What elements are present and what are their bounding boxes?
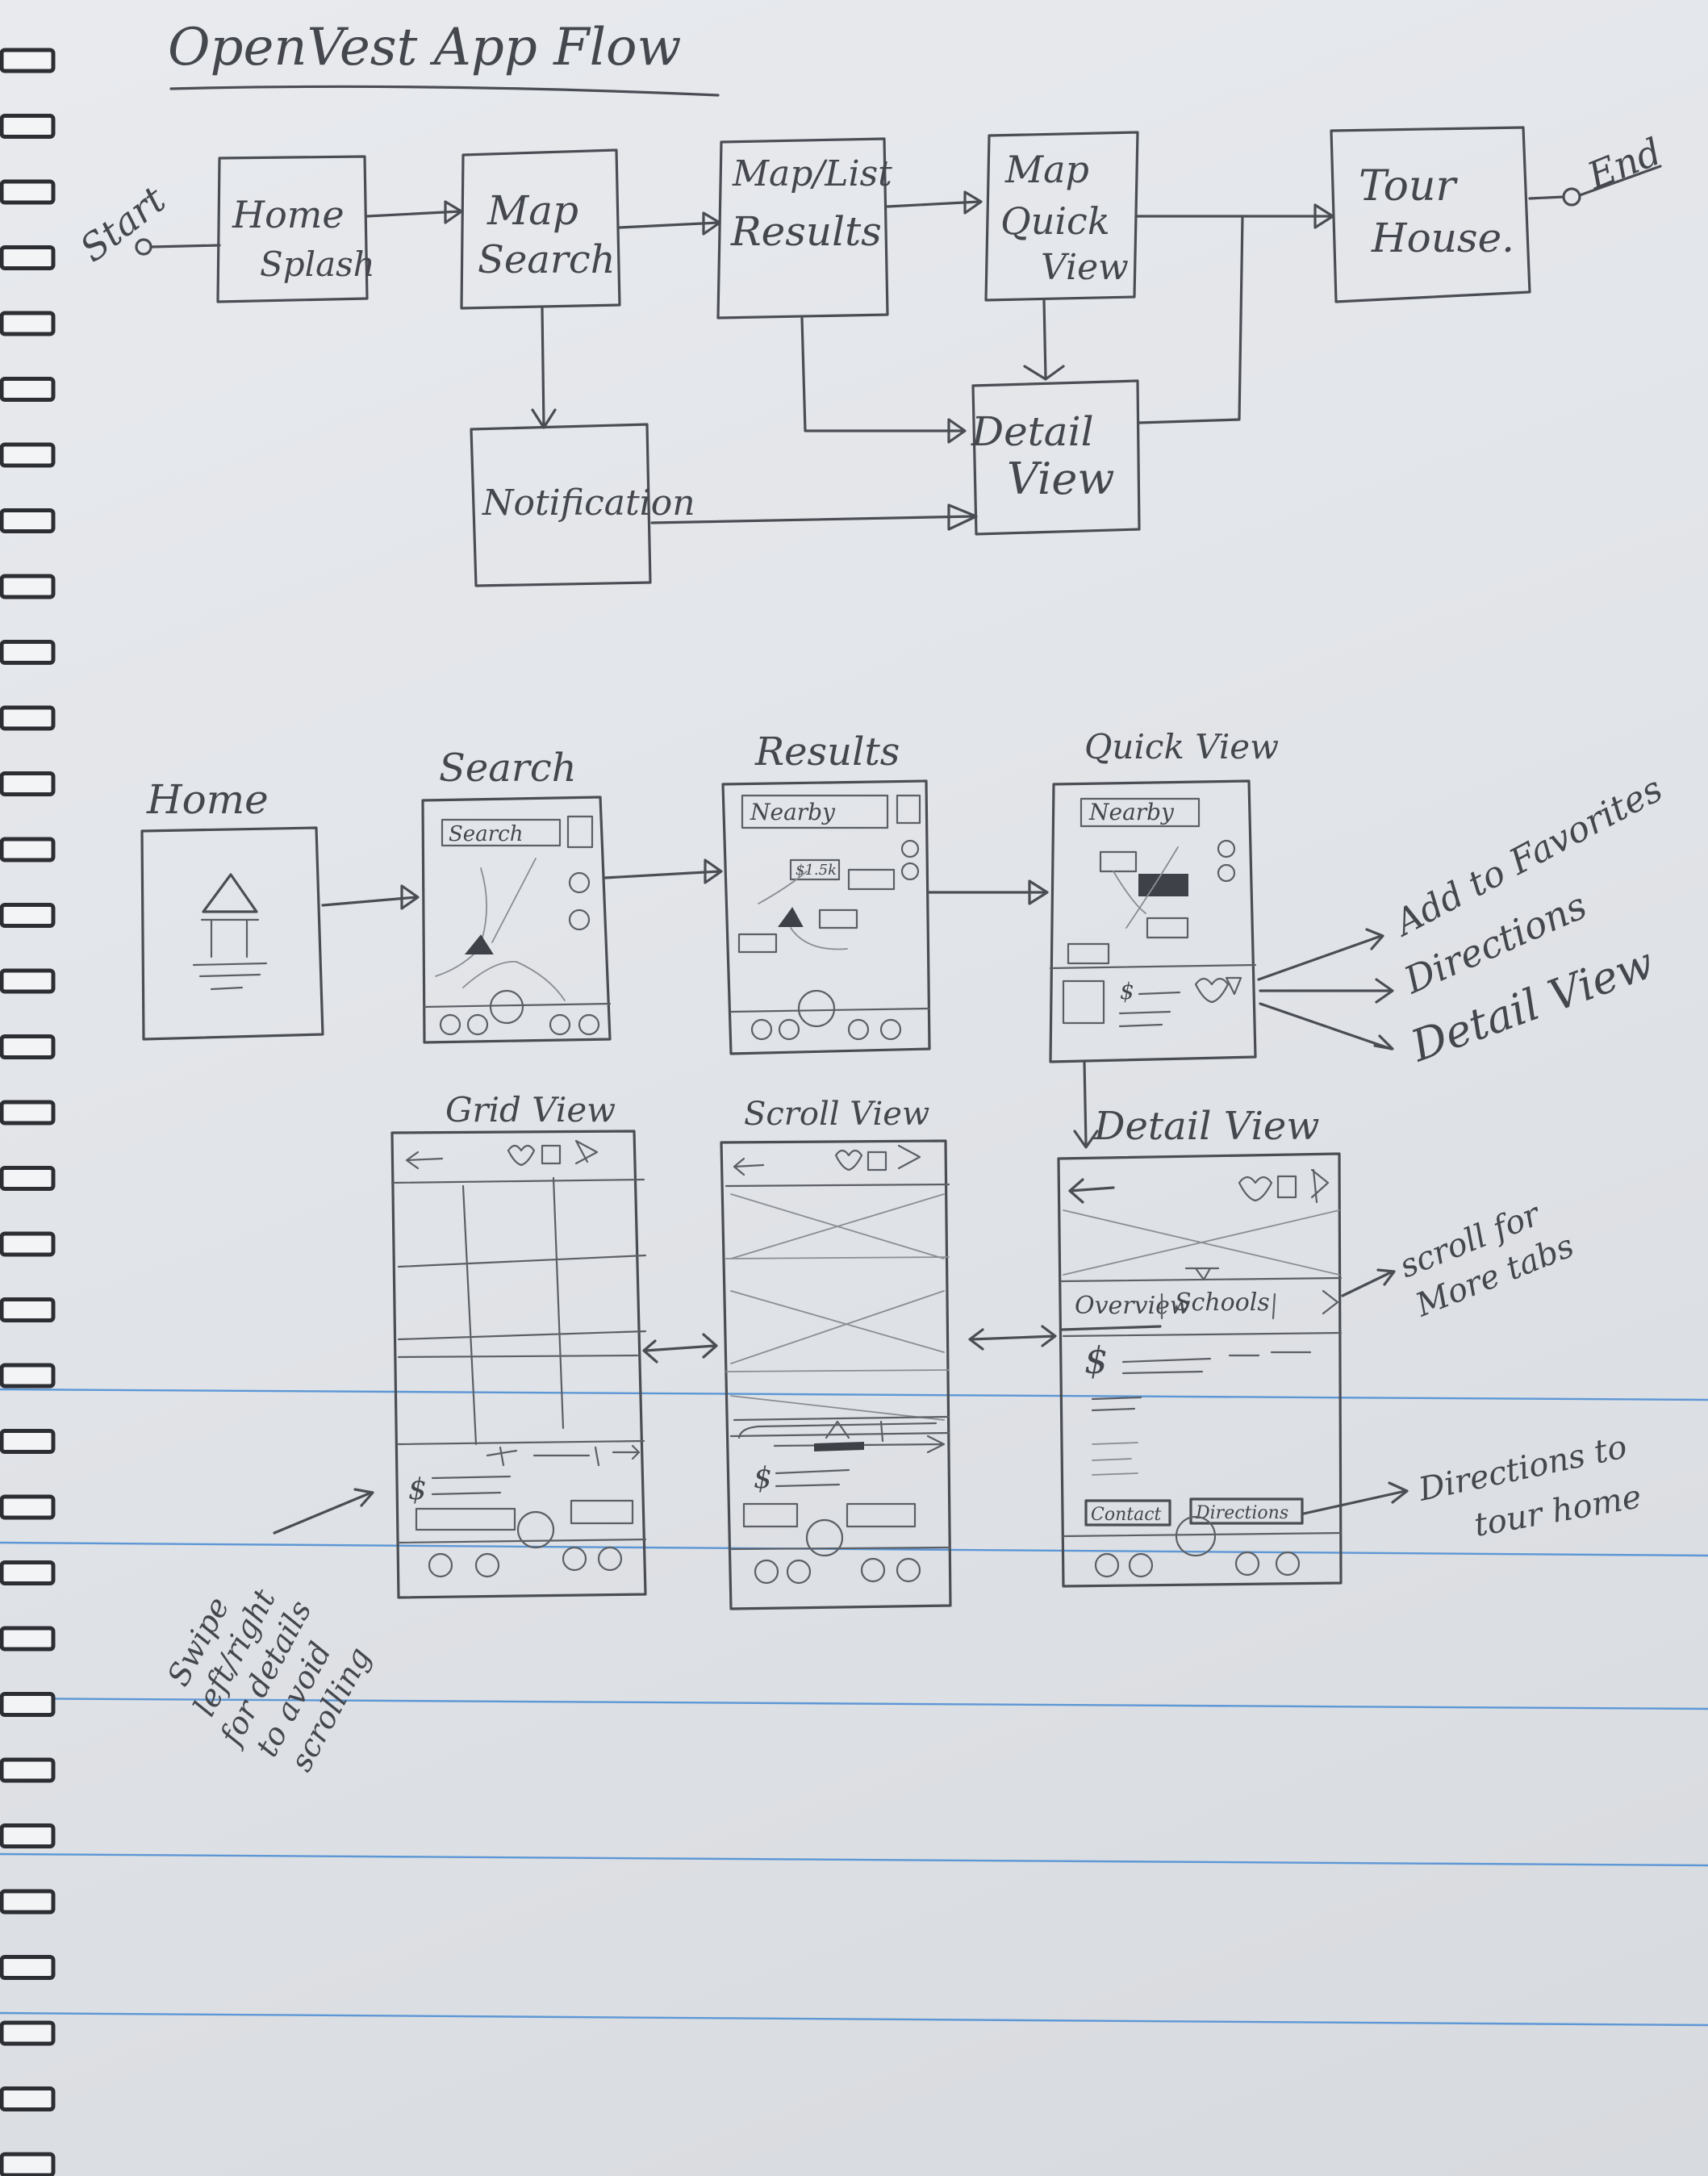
svg-text:Map: Map: [487, 187, 578, 234]
svg-text:Contact: Contact: [1091, 1505, 1162, 1525]
wf-scroll-view-price: $: [754, 1462, 772, 1495]
wf-detail-price: $: [1084, 1339, 1108, 1382]
spiral-ring: [2, 1365, 53, 1386]
spiral-ring: [2, 248, 53, 269]
spiral-ring: [2, 576, 53, 597]
wf-results: Nearby $1.5k: [723, 781, 929, 1054]
wf-search-title: Search: [439, 746, 577, 791]
svg-text:House.: House.: [1371, 215, 1514, 261]
svg-text:Map/List: Map/List: [732, 153, 892, 194]
spiral-ring: [2, 50, 53, 71]
spiral-ring: [2, 1760, 53, 1781]
spiral-ring: [2, 839, 53, 860]
spiral-ring: [2, 1826, 53, 1847]
box-map-list-results: Map/List Results: [718, 139, 892, 318]
wf-quick-view: Nearby $: [1050, 781, 1255, 1062]
note-swipe: Swipe left/right for details to avoid sc…: [146, 1560, 384, 1788]
wf-quick-view-heart-icon: [1196, 979, 1228, 1002]
end-node: [1564, 189, 1580, 205]
spiral-ring: [2, 182, 53, 203]
spiral-binding: [2, 50, 53, 2175]
svg-text:Directions: Directions: [1195, 1503, 1288, 1523]
spiral-ring: [2, 1628, 53, 1649]
spiral-ring: [2, 2154, 53, 2175]
spiral-ring: [2, 1957, 53, 1978]
wf-grid-view-price: $: [408, 1473, 427, 1506]
spiral-ring: [2, 1234, 53, 1255]
spiral-ring: [2, 379, 53, 400]
spiral-ring: [2, 1037, 53, 1058]
spiral-ring: [2, 1431, 53, 1452]
wf-detail-share-icon: [1312, 1170, 1328, 1202]
title-underline: [171, 86, 718, 95]
svg-text:Detail: Detail: [971, 408, 1094, 455]
spiral-ring: [2, 1694, 53, 1715]
spiral-ring: [2, 774, 53, 795]
spiral-ring: [2, 905, 53, 926]
spiral-ring: [2, 313, 53, 334]
svg-text:Nearby: Nearby: [1088, 799, 1175, 825]
spiral-ring: [2, 445, 53, 466]
wf-scroll-view-title: Scroll View: [744, 1096, 929, 1133]
box-notification: Notification: [471, 424, 695, 586]
wf-grid-view: $: [392, 1131, 645, 1598]
spiral-ring: [2, 1102, 53, 1123]
wf-results-title: Results: [754, 729, 900, 775]
box-home-splash: Home Splash: [218, 157, 375, 302]
spiral-ring: [2, 1300, 53, 1321]
svg-text:Home: Home: [232, 193, 345, 236]
wf-search: Search: [423, 797, 610, 1042]
wf-quick-view-title: Quick View: [1084, 727, 1279, 766]
svg-text:Notification: Notification: [482, 482, 695, 524]
wf-detail-tab-schools: Schools: [1175, 1288, 1270, 1317]
box-map-search: Map Search: [461, 150, 620, 308]
wf-home: [142, 828, 323, 1039]
svg-text:Tour: Tour: [1359, 162, 1458, 211]
wf-quick-view-price: $: [1120, 978, 1134, 1004]
wf-detail-heart-icon: [1239, 1177, 1272, 1201]
wf-home-title: Home: [146, 776, 269, 823]
svg-text:Search: Search: [478, 237, 616, 282]
spiral-ring: [2, 1891, 53, 1912]
spiral-ring: [2, 116, 53, 137]
start-label: Start: [72, 178, 174, 270]
box-tour-house: Tour House.: [1331, 127, 1530, 302]
box-detail-view: Detail View: [971, 381, 1139, 534]
svg-text:View: View: [1041, 247, 1129, 288]
spiral-ring: [2, 1168, 53, 1189]
spiral-ring: [2, 2023, 53, 2044]
wf-detail-view: Overview Schools $ Contact Directions: [1059, 1154, 1341, 1586]
spiral-ring: [2, 642, 53, 663]
spiral-ring: [2, 708, 53, 729]
page-title: OpenVest App Flow: [168, 18, 681, 77]
box-map-quick-view: Map Quick View: [986, 132, 1138, 300]
svg-text:Map: Map: [1004, 148, 1089, 191]
spiral-ring: [2, 1497, 53, 1518]
spiral-ring: [2, 511, 53, 532]
wf-detail-view-title: Detail View: [1093, 1104, 1319, 1149]
wf-grid-view-title: Grid View: [445, 1090, 616, 1130]
wf-detail-tab-overview: Overview: [1075, 1292, 1191, 1320]
end-label: End: [1581, 129, 1667, 198]
svg-text:Search: Search: [449, 822, 523, 846]
wf-detail-bookmark-icon: [1278, 1176, 1296, 1197]
svg-text:Nearby: Nearby: [750, 799, 836, 825]
svg-text:View: View: [1007, 453, 1115, 504]
svg-text:Quick: Quick: [1000, 199, 1110, 243]
spiral-ring: [2, 971, 53, 992]
spiral-ring: [2, 1563, 53, 1584]
spiral-ring: [2, 2089, 53, 2110]
start-node: [136, 240, 151, 254]
wf-scroll-view: $: [721, 1141, 950, 1609]
svg-text:Results: Results: [730, 208, 882, 255]
svg-text:Splash: Splash: [260, 244, 375, 284]
